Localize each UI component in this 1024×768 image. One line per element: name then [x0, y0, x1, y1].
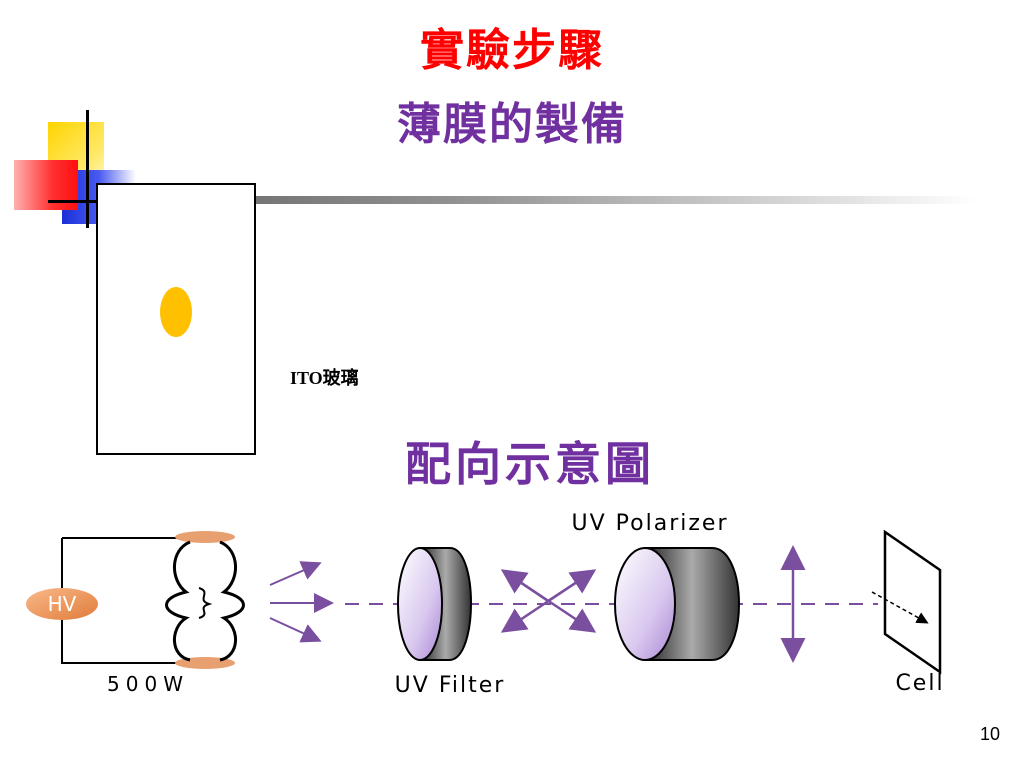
power-label: 500W: [107, 672, 189, 696]
decor-horizontal-line: [48, 200, 108, 203]
decor-vertical-line: [86, 110, 89, 228]
slide-title: 實驗步驟: [420, 25, 604, 76]
cell: [871, 529, 942, 675]
film-droplet: [160, 287, 192, 337]
alignment-diagram: HV 500W UV Filter UV Polarizer: [26, 511, 944, 698]
ito-glass-label: ITO玻璃: [290, 368, 359, 388]
slide-subtitle: 薄膜的製備: [397, 99, 627, 150]
cell-label: Cell: [895, 671, 944, 696]
uv-filter-label: UV Filter: [395, 673, 506, 698]
lamp-circuit: HV: [26, 531, 245, 669]
page-number: 10: [979, 724, 1000, 744]
lamp-top-cap: [175, 531, 235, 543]
uv-polarizer-lens: [614, 547, 740, 661]
uv-polarizer-label: UV Polarizer: [572, 511, 729, 536]
hv-label: HV: [48, 592, 77, 616]
hv-source: [26, 588, 98, 620]
alignment-diagram-title: 配向示意圖: [405, 437, 655, 491]
uv-filter-lens: [397, 547, 472, 661]
unpolarized-cross-arrows: [500, 569, 597, 633]
emitted-light-arrows: [269, 561, 334, 643]
title-divider: [96, 196, 976, 204]
